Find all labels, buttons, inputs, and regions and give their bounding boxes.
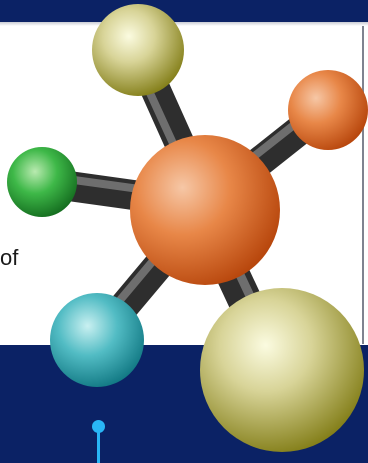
body-text-fragment: of (0, 245, 19, 270)
atom-orange-right (288, 70, 368, 150)
connector-dot (92, 420, 105, 433)
top-navy-band (0, 0, 368, 22)
atom-green-left (7, 147, 77, 217)
top-band-shadow (0, 22, 368, 26)
right-divider (362, 26, 364, 344)
connector-line (97, 430, 100, 463)
atom-orange-center (130, 135, 280, 285)
atom-olive-top (92, 4, 184, 96)
molecule-atoms (7, 4, 368, 452)
atom-olive-large (200, 288, 364, 452)
atom-teal-lower-left (50, 293, 144, 387)
